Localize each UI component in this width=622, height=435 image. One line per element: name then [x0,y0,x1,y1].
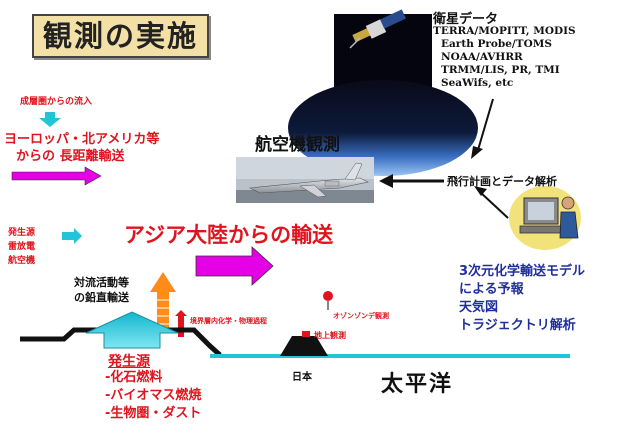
stratosphere-inflow-label: 成層圏からの流入 [20,97,93,107]
model-arrow [479,191,509,219]
source-item: 発生源 [8,228,36,238]
page-title: 観測の実施 [32,14,209,58]
model-item: による予報 [459,282,524,297]
convection-line: の鉛直輸送 [74,291,129,304]
stratosphere-down-arrow [39,112,61,127]
emission-sources-list: -化石燃料 -バイオマス燃焼 -生物圏・ダスト [105,369,201,423]
convection-line: 対流活動等 [74,276,129,289]
japan-label: 日本 [292,372,312,383]
long-range-label-1: ヨーロッパ・北アメリカ等 [4,132,160,147]
convection-label: 対流活動等 の鉛直輸送 [74,275,129,305]
model-item: 3次元化学輸送モデル [459,264,586,279]
instrument-item: TERRA/MOPITT, MODIS [433,25,576,37]
instrument-item: Earth Probe/TOMS [441,38,552,50]
sources-small-list: 発生源 雷放電 航空機 [8,226,35,268]
model-item: 天気図 [459,300,499,315]
convection-arrow [150,272,176,330]
instrument-item: SeaWifs, etc [441,77,514,89]
boundary-layer-label: 境界層内化学・物理過程 [190,317,267,325]
model-item: トラジェクトリ解析 [459,318,576,333]
emission-up-arrow [85,311,179,349]
asia-transport-label: アジア大陸からの輸送 [124,223,334,247]
japan-land [280,336,328,356]
instrument-item: TRMM/LIS, PR, TMI [441,64,560,76]
model-forecast-list: 3次元化学輸送モデル による予報 天気図 トラジェクトリ解析 [459,263,585,335]
flight-plan-label: 飛行計画とデータ解析 [447,175,557,188]
sources-arrow [62,228,82,244]
aircraft-observation-label: 航空機観測 [255,135,340,155]
pacific-label: 太平洋 [381,372,454,397]
satellite-arrow [477,98,494,151]
long-range-arrow [11,166,102,186]
satellite-image [288,9,478,176]
emission-source-item: -バイオマス燃焼 [105,388,202,403]
source-item: 雷放電 [8,242,36,252]
source-item: 航空機 [8,256,36,266]
ozonesonde-balloon [323,291,333,301]
satellite-heading: 衛星データ [433,12,499,27]
ground-observation-label: 地上観測 [314,331,346,340]
ozonesonde-label: オゾンゾンデ観測 [333,312,389,320]
computer-clipart [509,186,581,250]
satellite-instrument-list: TERRA/MOPITT, MODIS Earth Probe/TOMS NOA… [433,25,576,90]
asia-transport-arrow [195,246,274,286]
ground-station-marker [302,331,310,337]
instrument-item: NOAA/AVHRR [441,51,523,63]
emission-source-item: -生物圏・ダスト [105,406,202,421]
aircraft-photo [236,157,374,203]
satellite-icon [349,9,406,49]
long-range-label-2: からの 長距離輸送 [16,149,125,164]
emission-sources-heading: 発生源 [108,354,150,370]
emission-source-item: -化石燃料 [105,370,163,385]
